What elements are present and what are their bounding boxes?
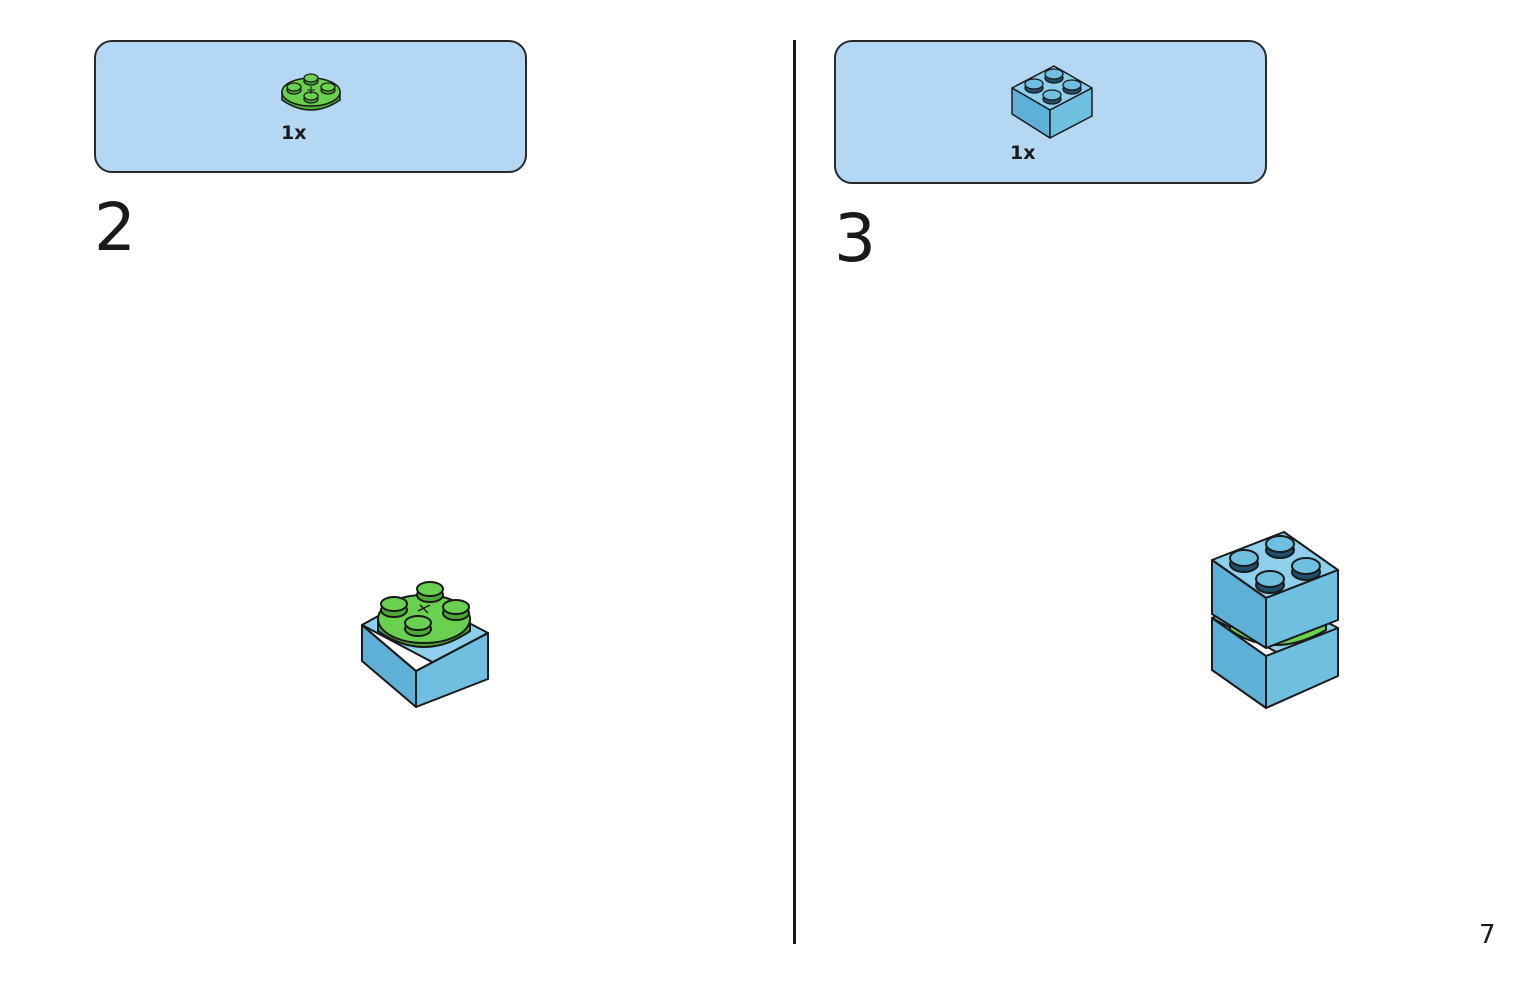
page-number: 7: [1479, 920, 1496, 950]
part-quantity: 1x: [281, 122, 307, 144]
part-quantity: 1x: [1010, 142, 1036, 164]
step-2-model-illustration: [361, 581, 489, 708]
brick-2x2-light-blue-icon: [1011, 65, 1093, 139]
step-3-parts-callout: 1x: [834, 40, 1267, 184]
page-divider: [793, 40, 796, 944]
step-number: 2: [94, 189, 136, 266]
step-3-model-illustration: [1211, 531, 1339, 709]
round-plate-2x2-green-icon: [281, 73, 341, 111]
step-number: 3: [834, 200, 876, 277]
step-2-parts-callout: 1x: [94, 40, 527, 173]
